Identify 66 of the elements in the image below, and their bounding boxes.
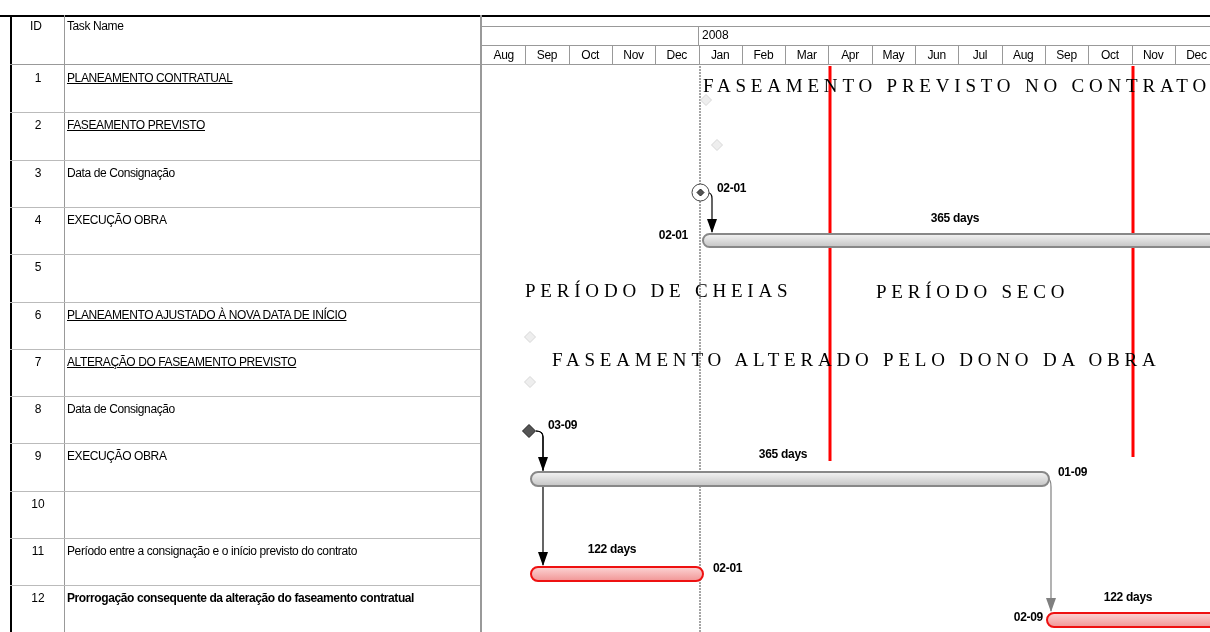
date-label: 02-09 [1013,611,1043,623]
task-id: 3 [33,166,43,179]
task-id: 12 [30,592,46,605]
extension-task-bar [530,566,704,582]
month-label: Jan [709,49,731,61]
duration-label: 122 days [1103,591,1153,603]
task-name: PLANEAMENTO AJUSTADO À NOVA DATA DE INÍCIO [67,306,348,323]
duration-label: 365 days [930,212,980,224]
date-label: 03-09 [548,419,578,431]
month-label: Dec [1185,49,1208,61]
task-name: EXECUÇÃO OBRA [67,211,168,228]
date-label: 02-01 [658,229,688,241]
phase-title: PERÍODO DE CHEIAS [525,281,793,300]
task-id: 5 [33,261,43,274]
phase-title: PERÍODO SECO [876,282,1070,301]
task-id: 4 [33,213,43,226]
column-header: Task Name [67,20,124,32]
task-id: 6 [33,308,43,321]
column-header: ID [30,20,42,32]
task-id: 10 [30,497,46,510]
date-label: 01-09 [1058,466,1088,478]
task-id: 11 [30,545,46,557]
month-label: Mar [795,49,818,61]
month-label: Nov [622,49,645,61]
date-label: 02-01 [717,182,747,194]
dependency-arrow [1046,478,1056,612]
month-label: Jun [926,49,947,61]
task-id: 9 [33,450,43,463]
task-bar [530,471,1050,487]
duration-label: 122 days [587,543,637,555]
summary-marker [700,94,712,106]
task-id: 8 [33,403,43,416]
month-label: Sep [1055,49,1078,61]
month-label: Feb [752,49,775,61]
extension-task-bar [1046,612,1210,628]
month-label: Jul [971,49,989,61]
month-label: Aug [1012,49,1035,61]
task-name: FASEAMENTO PREVISTO [67,117,206,134]
dependency-arrow [535,430,548,566]
date-label: 02-01 [713,562,743,574]
task-name: Prorrogação consequente da alteração do faseamento contratual [67,590,416,607]
task-name: ALTERAÇÃO DO FASEAMENTO PREVISTO [67,353,298,370]
task-name: Data de Consignação [67,401,176,418]
duration-label: 365 days [758,448,808,460]
task-name: Data de Consignação [67,164,176,181]
task-id: 1 [33,72,43,84]
task-id: 7 [33,355,43,368]
dependency-arrow [706,191,717,233]
milestone-diamond [522,424,536,438]
task-name: EXECUÇÃO OBRA [67,448,168,465]
month-label: Dec [665,49,689,61]
month-label: Nov [1141,49,1165,61]
month-label: Apr [840,49,860,61]
task-bar [702,233,1210,248]
month-label: Oct [580,49,601,61]
task-name: PLANEAMENTO CONTRATUAL [67,70,234,86]
task-name: Período entre a consignação e o início previsto do contrato [67,543,358,559]
summary-marker [524,376,536,388]
task-id: 2 [33,119,43,132]
year-label: 2008 [702,29,729,41]
month-label: May [881,49,906,61]
summary-marker [524,331,536,343]
month-label: Sep [535,49,559,61]
month-label: Aug [492,49,515,61]
summary-marker [711,139,723,151]
month-label: Oct [1099,49,1120,61]
